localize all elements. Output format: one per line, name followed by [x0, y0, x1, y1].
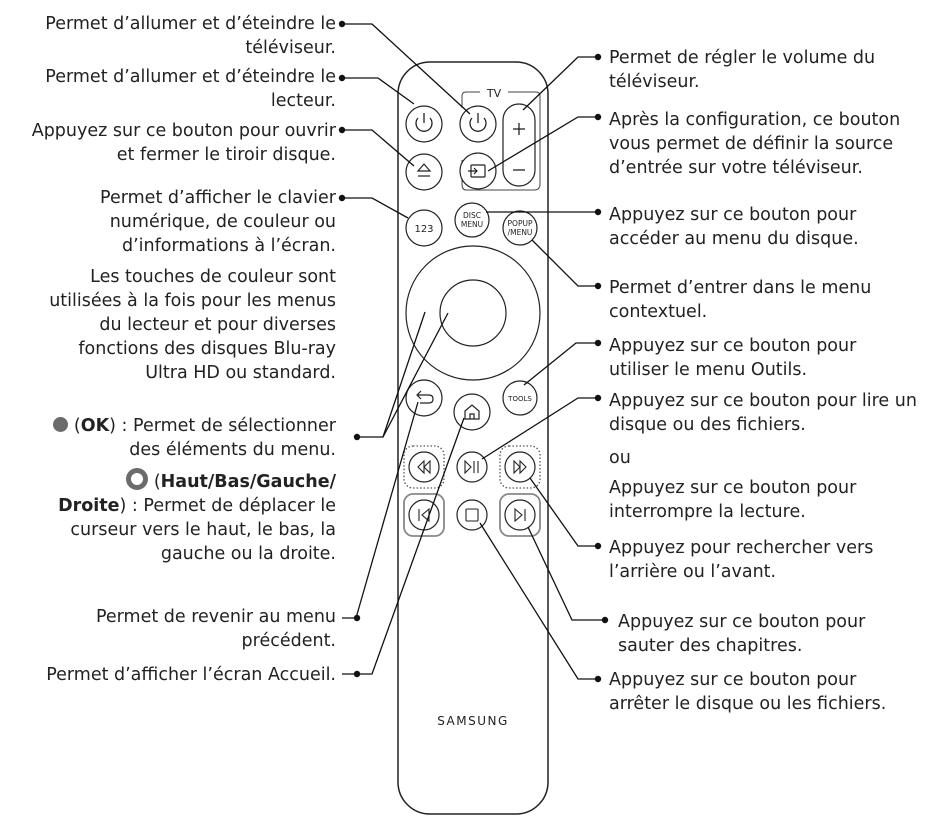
tools-button[interactable]: TOOLS	[503, 381, 537, 415]
player-power-button[interactable]	[406, 106, 442, 142]
rewind-button[interactable]	[409, 452, 439, 482]
samsung-logo: SAMSUNG	[437, 714, 509, 728]
play-pause-button[interactable]	[457, 452, 487, 482]
disc-label: DISC	[463, 211, 481, 220]
eject-button[interactable]	[406, 154, 442, 190]
popup-menu-label: /MENU	[508, 228, 533, 237]
popup-menu-button[interactable]: POPUP /MENU	[503, 211, 537, 245]
popup-label: POPUP	[508, 219, 533, 228]
skip-back-button[interactable]	[409, 500, 439, 530]
back-button[interactable]	[406, 380, 442, 416]
btn-123-label: 123	[414, 224, 433, 235]
menu-label: MENU	[461, 220, 483, 229]
source-button[interactable]	[460, 153, 496, 189]
stop-button[interactable]	[457, 500, 487, 530]
home-button[interactable]	[454, 394, 490, 430]
tv-label: TV	[486, 87, 502, 100]
ok-button[interactable]	[440, 280, 506, 346]
skip-forward-button[interactable]	[505, 500, 535, 530]
tools-label: TOOLS	[507, 395, 532, 403]
tv-power-button[interactable]	[460, 106, 496, 142]
numeric-keypad-button[interactable]: 123	[406, 210, 442, 246]
fast-forward-button[interactable]	[505, 452, 535, 482]
disc-menu-button[interactable]: DISC MENU	[455, 203, 489, 237]
